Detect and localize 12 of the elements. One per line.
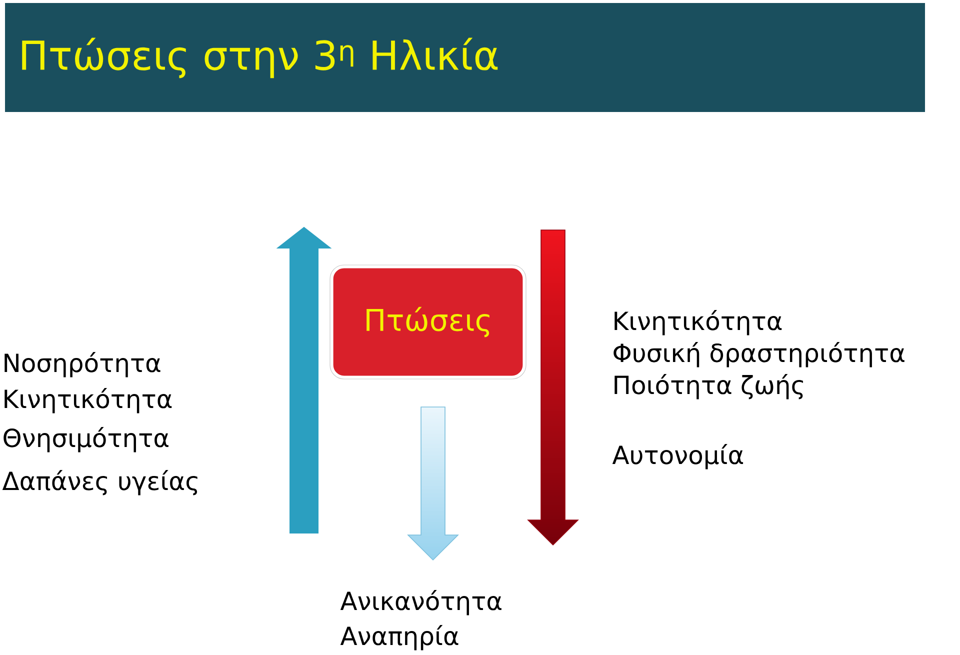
title-banner: Πτώσεις στην 3$^{η}$ Ηλικία — [5, 3, 925, 112]
label-text: Φυσική δραστηριότητα — [614, 342, 904, 368]
label-text: Ανικανότητα — [340, 590, 502, 616]
label-text: Θνησιμότητα — [4, 427, 168, 452]
label-text: Κινητικότητα — [4, 388, 172, 414]
label-text: Δαπάνες υγείας — [2, 470, 198, 496]
label-text: Ποιότητα ζωής — [614, 374, 803, 400]
label-text: Αυτονομία — [612, 444, 744, 470]
process-box: Πτώσεις — [326, 262, 530, 382]
label-text: Κινητικότητα — [614, 310, 782, 336]
label-text: Νοσηρότητα — [4, 352, 160, 378]
label-text: Αναπηρία — [340, 625, 458, 650]
